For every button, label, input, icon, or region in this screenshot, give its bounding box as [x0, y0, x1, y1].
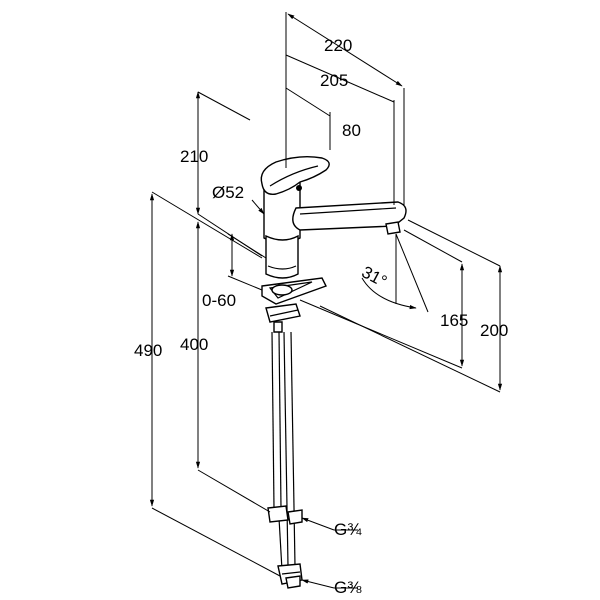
- dimension-31-label: 31°: [358, 262, 390, 291]
- supply-hose-left: [271, 331, 275, 509]
- dimension-80-line: [285, 87, 331, 117]
- dimension-210-label: 210: [180, 147, 208, 166]
- supply-hose-right: [283, 331, 289, 567]
- dimension-205-line: [285, 54, 395, 103]
- dimension-060-label: 0-60: [202, 291, 236, 310]
- dimension-200-label: 200: [480, 321, 508, 340]
- dimension-52-label: Ø52: [212, 183, 244, 202]
- faucet-lever-handle: [260, 155, 330, 195]
- dimension-80-label: 80: [342, 121, 361, 140]
- faucet: [260, 155, 407, 589]
- g34-connector: [267, 505, 289, 523]
- dimension-165-label: 165: [440, 311, 468, 330]
- dimension-400-label: 400: [180, 335, 208, 354]
- dimension-labels: 220 205 80 210 Ø52 0-60 490 400 31° 165 …: [134, 36, 508, 597]
- faucet-lower-body: [265, 234, 299, 279]
- dimension-31-arc: [361, 277, 417, 310]
- connection-g34-label: G¾: [334, 520, 362, 539]
- dimension-52-leader: [251, 199, 265, 215]
- connection-g38-label: G⅜: [334, 578, 362, 597]
- dimension-220-label: 220: [324, 36, 352, 55]
- g38-leader: [301, 579, 335, 589]
- lever-pivot-icon: [296, 185, 302, 191]
- dimension-220-line: [287, 13, 403, 87]
- g34-leader: [301, 517, 335, 531]
- dimension-lines: [149, 12, 503, 589]
- dimension-205-label: 205: [320, 71, 348, 90]
- dimension-490-label: 490: [134, 341, 162, 360]
- spout-aerator: [385, 221, 401, 235]
- mounting-stud: [273, 321, 283, 333]
